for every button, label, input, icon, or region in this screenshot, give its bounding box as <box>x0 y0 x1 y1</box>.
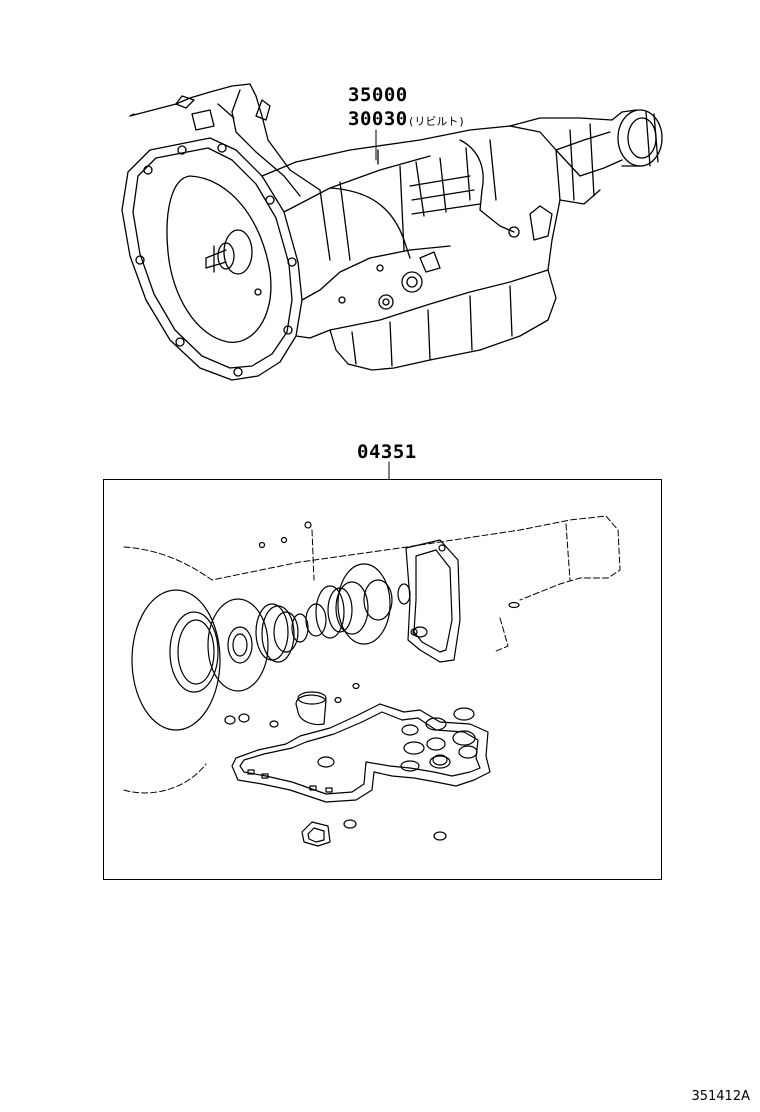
gasket-kit-box <box>103 479 662 880</box>
rebuilt-note: (リビルト) <box>407 115 465 128</box>
transmission-assembly-drawing <box>122 84 662 380</box>
gasket-kit-part-number: 04351 <box>357 441 417 463</box>
rebuilt-part-number-value: 30030 <box>348 108 408 130</box>
assembly-rebuilt-part-number: 30030(リビルト) <box>348 110 465 129</box>
assembly-part-number: 35000 <box>348 84 408 106</box>
figure-id: 351412A <box>691 1089 750 1104</box>
gasket-kit-drawing <box>124 516 620 846</box>
